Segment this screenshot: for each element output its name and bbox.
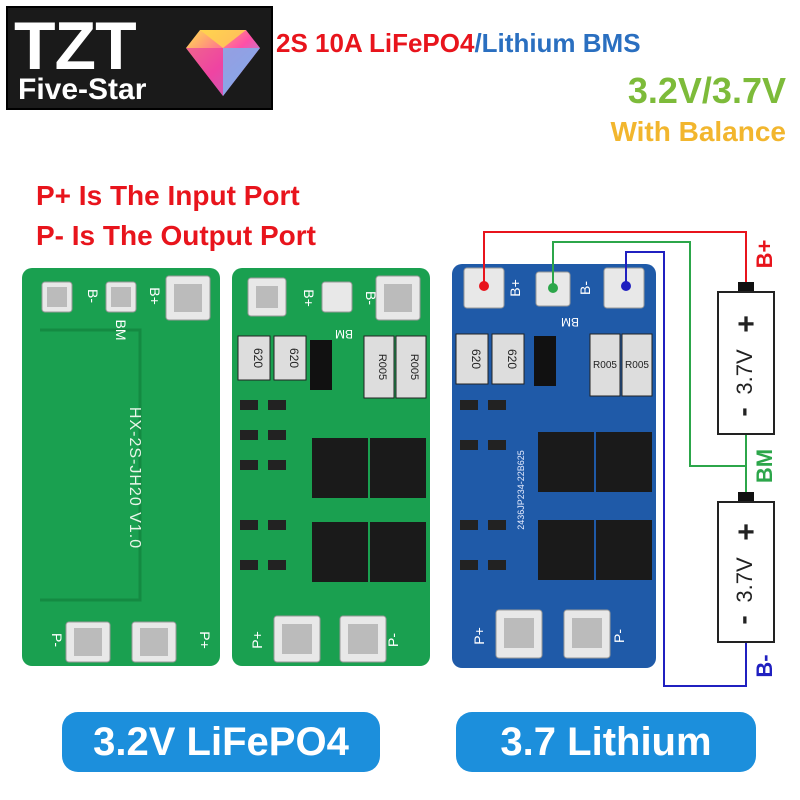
output-port-note: P- Is The Output Port <box>36 220 316 251</box>
bplus-label: B+ <box>752 240 777 269</box>
mid-top-bminus: B- <box>363 291 379 305</box>
product-title: 2S 10A LiFePO4/Lithium BMS <box>276 28 641 59</box>
right-res-2: R005 <box>625 360 649 371</box>
lifepo4-badge: 3.2V LiFePO4 <box>62 712 380 772</box>
cell2-voltage: 3.7V <box>732 557 757 603</box>
left-bottom-pplus: P+ <box>197 631 213 649</box>
bminus-label: B- <box>752 654 777 677</box>
lithium-badge: 3.7 Lithium <box>456 712 756 772</box>
mid-code-1: 620 <box>251 348 265 368</box>
title-model: 2S 10A LiFePO4 <box>276 28 475 58</box>
right-top-bminus: B- <box>577 281 593 295</box>
cell1-minus: - <box>727 407 758 416</box>
left-board: HX-2S-JH20 V1.0 B- B+ BM P- P+ <box>22 268 220 666</box>
left-bottom-pminus: P- <box>49 633 65 647</box>
cell1-voltage: 3.7V <box>732 349 757 395</box>
input-port-note: P+ Is The Input Port <box>36 180 300 211</box>
mid-top-bplus: B+ <box>301 289 317 307</box>
left-bm-label: BM <box>113 320 129 341</box>
left-silk-label: HX-2S-JH20 V1.0 <box>126 407 143 549</box>
diamond-icon <box>186 30 260 96</box>
balance-title: With Balance <box>610 116 786 147</box>
middle-board: B+ B- BM 620 620 R005 R005 P+ P- <box>232 268 430 666</box>
right-top-bplus: B+ <box>507 279 523 297</box>
mid-bottom-pminus: P- <box>385 633 401 647</box>
logo-tagline: Five-Star <box>18 73 147 106</box>
title-type: /Lithium BMS <box>474 28 641 58</box>
left-top-bplus: B+ <box>147 287 163 305</box>
voltage-title: 3.2V/3.7V <box>627 70 786 111</box>
wiring-diagram: + 3.7V - + 3.7V - B+ BM B- <box>483 231 777 687</box>
mid-bottom-pplus: P+ <box>249 631 265 649</box>
bm-label: BM <box>752 449 777 483</box>
right-silk-label: 2436JP234-22B625 <box>516 450 526 530</box>
right-bottom-pminus: P- <box>611 629 627 643</box>
mid-code-2: 620 <box>287 348 301 368</box>
right-code-1: 620 <box>469 349 483 369</box>
mid-res-2: R005 <box>408 354 420 380</box>
cell2-plus: + <box>737 516 755 549</box>
right-bottom-pplus: P+ <box>471 627 487 645</box>
right-code-2: 620 <box>505 349 519 369</box>
mid-bm-label: BM <box>335 327 353 341</box>
cell1-plus: + <box>737 308 755 341</box>
right-board: B+ B- BM 620 620 R005 R005 2436JP234-22B… <box>452 264 656 668</box>
mid-res-1: R005 <box>376 354 388 380</box>
cell2-minus: - <box>727 615 758 624</box>
right-res-1: R005 <box>593 360 617 371</box>
brand-logo: TZT Five-Star <box>6 6 273 110</box>
right-bm-label: BM <box>561 315 579 329</box>
logo-text: TZT <box>14 8 137 84</box>
left-top-bminus: B- <box>85 289 101 303</box>
